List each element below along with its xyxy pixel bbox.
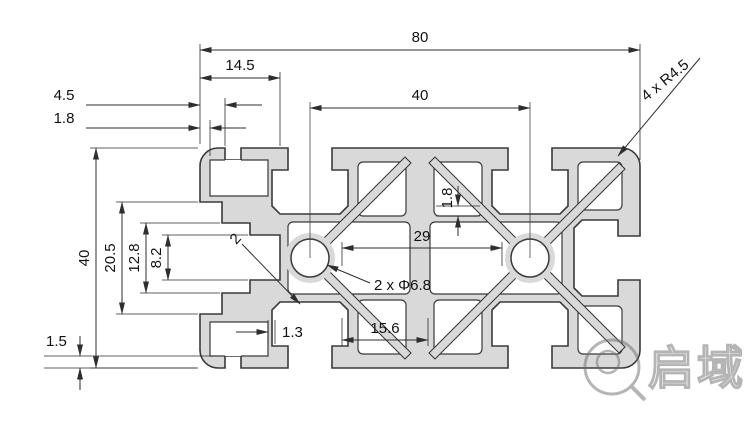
left-flange-top-chamber	[209, 159, 269, 197]
dim-web-thickness-label: 2	[227, 230, 245, 248]
dim-top-left-wall: 4.5	[54, 87, 262, 146]
watermark-text: 启域	[648, 341, 746, 395]
dim-slot-center-span: 40	[309, 87, 531, 258]
dim-corner-radius-label: 4 x R4.5	[638, 56, 692, 104]
dim-bottom-lip-label: 1.3	[282, 324, 303, 341]
dim-bottom-wall-label: 1.5	[46, 333, 67, 350]
watermark-logo: 启域	[583, 338, 746, 402]
dim-left-slot-opening-label: 8.2	[148, 248, 165, 269]
dim-left-slot-outer-label: 20.5	[102, 243, 119, 272]
dim-slot-center-span-label: 40	[412, 87, 429, 104]
profile-section	[199, 147, 641, 369]
dim-cavity-span: 29	[341, 228, 503, 266]
dim-left-slot-opening: 8.2	[148, 234, 248, 281]
logo-inner-circle-icon	[595, 349, 621, 375]
dim-bottom-span: 15.6	[341, 318, 429, 346]
dim-inner-wall-label: 1.8	[439, 188, 456, 209]
dim-left-section-depth: 14.5	[199, 57, 281, 146]
leader-line	[617, 57, 701, 157]
dim-cavity-span-label: 29	[414, 228, 431, 245]
dim-corner-radius: 4 x R4.5	[617, 56, 701, 157]
dim-hole-callout-label: 2 x Φ6.8	[374, 277, 431, 294]
dim-hole-callout: 2 x Φ6.8	[326, 264, 431, 294]
dim-left-outer-wall: 1.8	[54, 110, 246, 156]
dim-left-slot-mid: 12.8	[126, 222, 220, 294]
logo-q-tail-icon	[628, 383, 647, 402]
dim-top-left-wall-label: 4.5	[54, 87, 75, 104]
dim-left-slot-mid-label: 12.8	[126, 243, 143, 272]
dim-bottom-span-label: 15.6	[370, 320, 399, 337]
dim-left-section-depth-label: 14.5	[225, 57, 254, 74]
dim-bottom-lip: 1.3	[236, 320, 303, 344]
dim-overall-width-label: 80	[412, 29, 429, 46]
left-flange-bottom-chamber	[209, 321, 269, 357]
leader-line	[326, 264, 371, 284]
profile-body-outline	[199, 147, 641, 369]
dim-overall-height-label: 40	[76, 250, 93, 267]
logo-circle-icon	[583, 338, 641, 396]
dim-bottom-wall: 1.5	[44, 333, 214, 390]
leader-line	[241, 243, 301, 305]
dim-left-outer-wall-label: 1.8	[54, 110, 75, 127]
dim-left-slot-outer: 20.5	[102, 201, 198, 315]
dim-inner-wall: 1.8	[436, 186, 480, 236]
